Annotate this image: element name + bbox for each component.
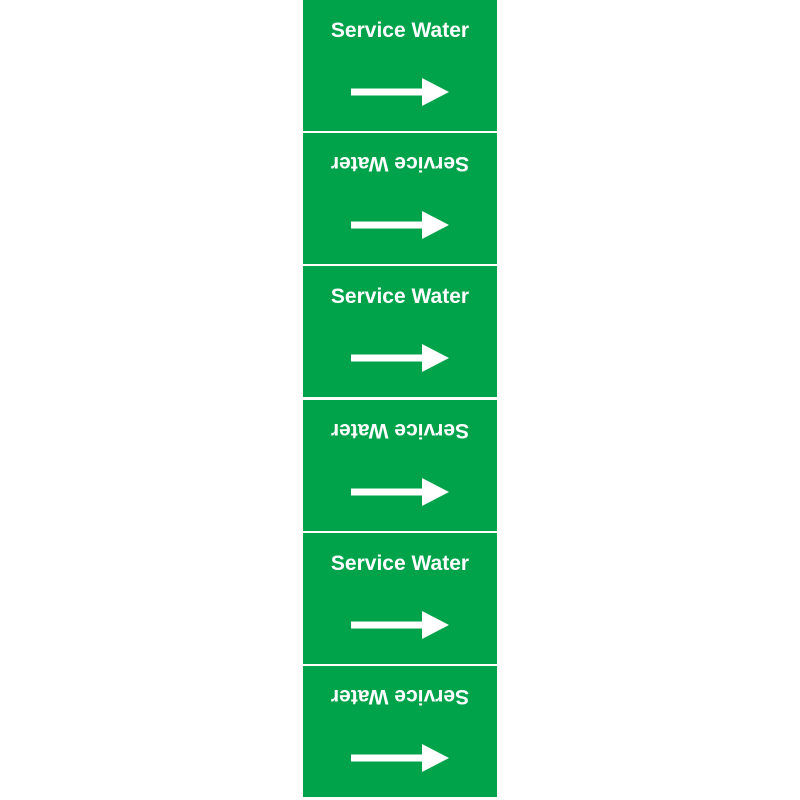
flow-arrow-icon [351, 344, 449, 373]
pipe-marker-label: Service Water [330, 285, 470, 309]
pipe-marker-panel: Service Water [303, 399, 497, 531]
pipe-marker-strip: Service Water Service Water Service Wate… [303, 0, 497, 797]
flow-arrow-icon [351, 744, 449, 773]
pipe-marker-panel: Service Water [303, 266, 497, 398]
pipe-marker-label: Service Water [330, 685, 470, 709]
pipe-marker-label: Service Water [330, 551, 470, 575]
pipe-marker-label: Service Water [330, 418, 470, 442]
pipe-marker-panel: Service Water [303, 666, 497, 797]
flow-arrow-icon [351, 78, 449, 106]
pipe-marker-label: Service Water [330, 19, 470, 42]
pipe-marker-panel: Service Water [303, 0, 497, 131]
flow-arrow-icon [351, 610, 449, 639]
flow-arrow-icon [351, 211, 449, 240]
pipe-marker-panel: Service Water [303, 133, 497, 265]
pipe-marker-label: Service Water [330, 152, 470, 176]
flow-arrow-icon [351, 477, 449, 506]
pipe-marker-panel: Service Water [303, 532, 497, 664]
